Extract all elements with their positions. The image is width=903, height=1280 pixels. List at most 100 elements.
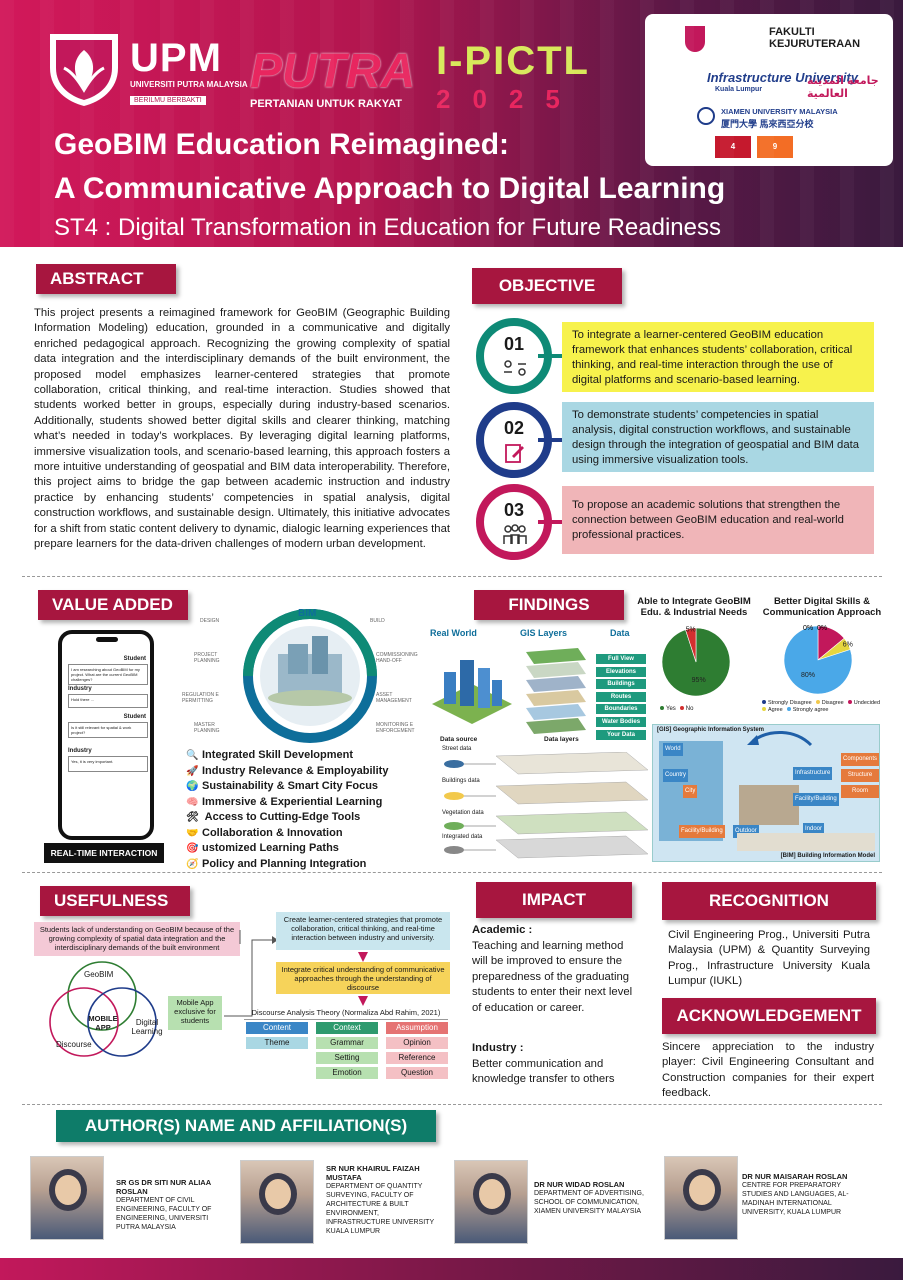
objective-text-2: To demonstrate students’ competencies in… [562,402,874,472]
down-arrow-icon [358,996,368,1006]
compass-icon: 🧭 [186,858,199,870]
diagram-node: Facility/Building [679,825,725,838]
theory-title: Discourse Analysis Theory (Normaliza Abd… [244,1006,448,1020]
data-label: Data [610,628,630,638]
bim-model-label: [BIM] Building Information Model [780,853,875,859]
objective-connector-1 [538,354,564,358]
usefulness-heading: USEFULNESS [40,886,190,916]
legend-entry: Agree [762,707,783,714]
objective-text-3: To propose an academic solutions that st… [562,486,874,554]
putra-logo: PUTRA PERTANIAN UNTUK RAKYAT [250,48,415,111]
partner-logos-panel: FAKULTI KEJURUTERAAN Infrastructure Univ… [645,14,893,166]
pie-value-label: 0% [817,625,827,632]
venn-diagram-icon [49,961,157,1057]
brain-icon: 🧠 [186,796,199,808]
legend-swatch [786,707,791,711]
cycle-label: REGULATION E PERMITTING [182,692,219,704]
legend-label: Strongly agree [792,707,829,713]
xiamen-seal-icon [697,107,715,125]
flow-connector-icon [224,930,278,1017]
recognition-heading: RECOGNITION [662,882,876,920]
cycle-label: COMMISSIONING HAND-OFF [376,652,418,664]
upm-fullname: UNIVERSITI PUTRA MALAYSIA [130,80,248,89]
value-item-text: Access to Cutting-Edge Tools [202,811,361,823]
impact-industry-label: Industry : [472,1042,524,1054]
source-label: Buildings data [442,778,480,784]
building-photo [739,785,799,825]
phone-mockup: Student I am researching about GeoBIM fo… [58,630,154,840]
source-label: Vegetation data [442,810,484,816]
chat-sender-industry: Industry [68,686,92,692]
legend-entry: Strongly agree [786,707,829,714]
pie-chart-integrate: Able to Integrate GeoBIM Edu. & Industri… [630,596,758,722]
avatar-icon [479,1179,505,1209]
chat-sender-student: Student [123,714,146,720]
chat-sender-student: Student [123,656,146,662]
cycle-label: PROJECT PLANNING [194,652,220,664]
author-name: SR GS DR SITI NUR ALIAA ROSLAN [116,1178,211,1196]
diagram-node: Indoor [803,823,825,836]
diagram-node: Structure [841,769,879,782]
iu-logo-sub: Kuala Lumpur [715,86,763,93]
source-label: Integrated data [442,834,483,840]
value-item-text: ustomized Learning Paths [202,842,339,854]
curved-arrow-icon [747,730,813,747]
venn-label-digital-learning: Digital Learning [131,1018,163,1036]
value-item-text: Immersive & Experiential Learning [202,795,383,808]
objective-text-1: To integrate a learner-centered GeoBIM e… [562,322,874,392]
phone-notch [96,637,118,642]
legend-label: Agree [768,707,783,713]
value-added-list: 🔍Integrated Skill Development🚀Industry R… [186,748,388,872]
legend-label: No [685,706,694,712]
chat-bubble: I am researching about GeoBIM for my pro… [68,664,148,685]
data-layer-item: Buildings [596,679,646,690]
cycle-label: BUILD [370,618,385,624]
authors-heading: AUTHOR(S) NAME AND AFFILIATION(S) [56,1110,436,1142]
people-exchange-icon [504,360,526,376]
value-item: 🧠Immersive & Experiential Learning [186,795,388,811]
objective-connector-3 [538,520,564,524]
chat-bubble: Is it still relevant for spatial & work … [68,722,148,738]
poster-title-line2: A Communicative Approach to Digital Lear… [54,172,726,205]
legend-label: Strongly Disagree [768,700,812,706]
author-affiliation: DEPARTMENT OF QUANTITY SURVEYING, FACULT… [326,1183,434,1235]
value-item: 🌍Sustainability & Smart City Focus [186,779,388,795]
value-item-text: Collaboration & Innovation [202,826,343,839]
mobile-app-box: Mobile App exclusive for students [168,996,222,1030]
diagram-node: Facility/Building [793,793,839,806]
legend-label: Disagree [821,700,844,706]
value-item-text: Policy and Planning Integration [202,857,367,870]
value-item: 🧭Policy and Planning Integration [186,857,388,873]
objective-number-3: 03 [503,500,525,520]
footer-bar [0,1258,903,1280]
avatar-icon [689,1175,715,1205]
value-item: 🛠 Access to Cutting-Edge Tools [186,810,388,826]
theory-cell: Setting [316,1052,378,1064]
usefulness-step1-box: Create learner-centered strategies that … [276,912,450,950]
tools-icon: 🛠 [186,812,199,823]
source-label: Street data [442,746,472,752]
down-arrow-icon [358,952,368,962]
poster-title-line1: GeoBIM Education Reimagined: [54,128,510,161]
cycle-label: MASTER PLANNING [194,722,220,734]
cycle-label: MONITORING E ENFORCEMENT [376,722,415,734]
legend-swatch [762,707,766,711]
diagram-node: Components [841,753,879,766]
pie-value-label: 6% [843,642,853,649]
data-layer-item: Your Data [596,729,646,740]
avatar-icon [55,1175,81,1205]
gis-layer-stack-icon [526,648,586,734]
author-photo [454,1160,528,1244]
theory-cell: Theme [246,1037,308,1049]
diagram-node: World [663,743,683,756]
pie-value-label: 95% [692,677,706,684]
chat-sender-industry: Industry [68,748,92,754]
objective-heading: OBJECTIVE [472,268,622,304]
impact-academic-label: Academic : [472,924,533,936]
author-photo [30,1156,104,1240]
data-layer-item: Routes [596,691,646,702]
